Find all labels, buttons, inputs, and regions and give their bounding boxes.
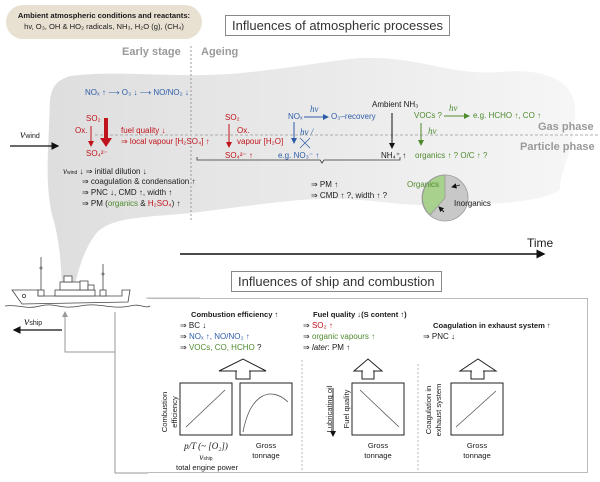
combustion-bc: ⇒ BC ↓: [180, 321, 207, 330]
early-wind-effect: vwind ↓ ⇒ initial dilution ↓: [63, 166, 147, 176]
stage-early-label: Early stage: [122, 46, 181, 58]
ageing-o3-recovery: O₃–recovery: [331, 112, 376, 121]
ageing-pm: ⇒ PM ↑: [311, 180, 339, 189]
early-effect-pm: ⇒ PM (organics & H₂SO₄) ↑: [82, 199, 181, 208]
combustion-xlabel-vship: vship: [199, 452, 213, 462]
ship-panel: [148, 298, 588, 473]
combustion-ylabel: Combustion efficiency: [160, 391, 179, 433]
ship-speed-label: vship: [24, 314, 43, 328]
ageing-so2: SO₂: [225, 113, 240, 122]
time-label: Time: [527, 236, 554, 250]
lubricating-oil-label: Lubricating oil: [325, 385, 334, 433]
ageing-hv: hv: [310, 104, 319, 114]
coag-header: Coagulation in exhaust system ↑: [433, 321, 551, 330]
plot-combustion-vs-power: [179, 382, 233, 436]
coag-xlabel-tonnage: Gross tonnage: [463, 441, 491, 460]
ageing-so4: SO₄²⁻ ↑: [225, 151, 253, 160]
early-so2: SO₂: [86, 114, 101, 123]
combustion-ylabel-wrap: Combustion efficiency: [150, 390, 190, 433]
combustion-xlabel-power: total engine power: [175, 463, 239, 472]
ageing-vocs-hv2: hv: [428, 126, 437, 136]
pie-label-organics: Organics: [407, 180, 440, 189]
plot-combustion-vs-tonnage: [239, 382, 293, 436]
composition-pie: [421, 174, 469, 222]
pie-label-inorganics: Inorganics: [454, 199, 491, 208]
early-nox-chain: NOₓ ↑ ⟶ O₃ ↓ ⟶ NO/NO₂ ↓: [85, 88, 189, 97]
ship-title: Influences of ship and combustion: [231, 271, 442, 292]
fuel-quality-arrow: [100, 118, 112, 147]
plot-fuel-quality-vs-tonnage: [351, 382, 405, 436]
ageing-no3: e.g. NO₃⁻ ↑: [278, 151, 320, 160]
coag-ylabel: Coagulation in exhaust system: [424, 383, 443, 437]
ageing-ambient-nh3: Ambient NH₃: [372, 100, 419, 109]
ageing-nox: NOₓ: [288, 112, 303, 121]
early-effect-coagulation: ⇒ coagulation & condensation ↑: [82, 177, 196, 186]
exhaust-plume: [47, 57, 575, 300]
gas-phase-label: Gas phase: [538, 121, 594, 133]
early-local-vapour: ⇒ local vapour [H₂SO₄] ↑: [121, 137, 210, 146]
fuel-quality-ylabel: Fuel quality: [342, 389, 351, 429]
early-fuel-quality: fuel quality ↓: [121, 126, 166, 135]
ageing-brace: [196, 157, 401, 164]
combustion-xlabel-pt: p/T (~ [O₂]): [184, 441, 228, 451]
early-ox: Ox.: [75, 126, 88, 135]
combustion-header: Combustion efficiency ↑: [191, 310, 279, 319]
stage-ageing-label: Ageing: [201, 46, 239, 58]
ageing-cmd: ⇒ CMD ↑ ?, width ↑ ?: [311, 191, 388, 200]
fuel-organic: ⇒ organic vapours ↑: [303, 332, 376, 341]
early-effect-pnc: ⇒ PNC ↓, CMD ↑, width ↑: [82, 188, 173, 197]
ageing-vocs: VOCs ?: [414, 111, 443, 120]
ageing-hcho: e.g. HCHO ↑, CO ↑: [473, 111, 542, 120]
fuel-so2: ⇒ SO₂ ↑: [303, 321, 333, 330]
fuel-xlabel-tonnage: Gross tonnage: [364, 441, 392, 460]
fuel-header: Fuel quality ↓(S content ↑): [313, 310, 407, 319]
reactants-bubble: Ambient atmospheric conditions and react…: [6, 5, 202, 39]
early-so4: SO₄²⁻: [86, 149, 108, 158]
ship-illustration: [4, 257, 151, 308]
combustion-nox: ⇒ NOₓ ↑, NO/NO₂ ↑: [180, 332, 250, 341]
combustion-vocs: ⇒ VOCs, CO, HCHO ?: [180, 343, 262, 352]
combustion-xlabel-tonnage: Gross tonnage: [252, 441, 280, 460]
reactants-list: hv, O₃, OH & HO₂ radicals, NH₃, H₂O (g),…: [24, 22, 184, 31]
ageing-vocs-hv: hv: [449, 103, 458, 113]
fuel-later: ⇒ later: PM ↑: [303, 343, 351, 352]
ageing-organics: organics ↑ ? O/C ↑ ?: [415, 151, 488, 160]
ageing-hv-slash: hv /: [300, 127, 314, 137]
coag-pnc: ⇒ PNC ↓: [423, 332, 456, 341]
particle-phase-label: Particle phase: [520, 141, 595, 153]
reactants-title: Ambient atmospheric conditions and react…: [17, 11, 191, 20]
ageing-ox: Ox.: [237, 126, 250, 135]
ageing-nh4: NH₄⁺ ↑: [381, 151, 407, 160]
atmos-title: Influences of atmospheric processes: [225, 15, 450, 36]
plot-coagulation-vs-tonnage: [450, 382, 504, 436]
wind-label: vwind: [20, 127, 40, 141]
ageing-vapour: vapour [H₂O]: [237, 137, 284, 146]
